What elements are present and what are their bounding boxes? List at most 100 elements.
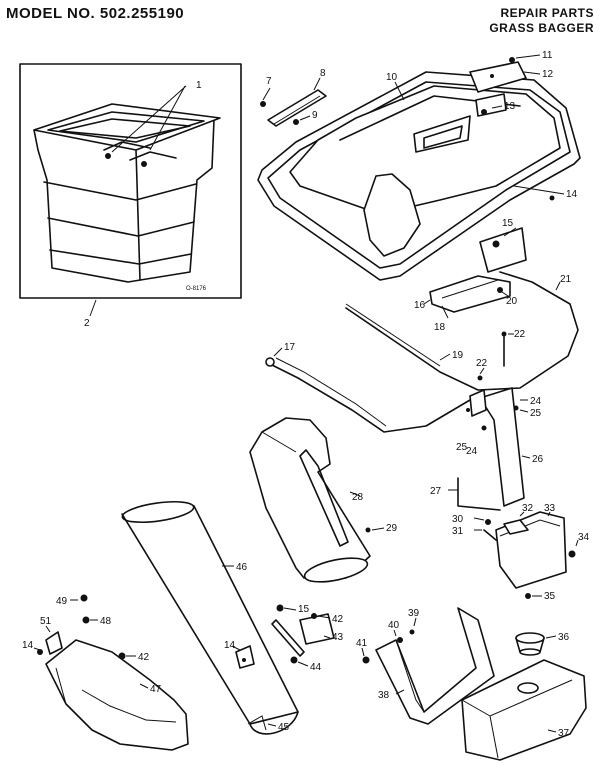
bag-seam-2 (47, 217, 195, 237)
callout-15b: 15 (298, 604, 310, 615)
clamp-nut-42 (311, 613, 317, 619)
washer-24b (466, 408, 470, 412)
tube-46-bottom (249, 711, 299, 735)
latch-group: 11 12 13 (469, 50, 554, 117)
callout-41: 41 (356, 638, 368, 649)
callout-48: 48 (100, 616, 112, 627)
latch-screw (509, 57, 515, 63)
callout-30: 30 (452, 514, 464, 525)
leader-8 (313, 77, 321, 91)
callout-43: 43 (332, 632, 344, 643)
lower-elbow-crease (81, 689, 177, 723)
tank-cap-base (519, 648, 541, 656)
nut-42b (118, 652, 126, 660)
frame-rod-21-edge (345, 303, 441, 367)
clamp-nut-44 (290, 656, 298, 664)
tank-37 (461, 659, 587, 761)
callout-42a: 42 (332, 614, 344, 625)
support-bar-group: 22 22 24 25 25 24 26 (456, 329, 544, 507)
leader-2 (89, 299, 97, 317)
cover-window (413, 115, 471, 153)
leader-11 (515, 54, 541, 59)
tank-filler-neck (517, 682, 539, 694)
leader-45 (267, 723, 277, 727)
latch-rivet (490, 74, 494, 78)
elbow-chute-crease (261, 431, 297, 453)
leader-25a (519, 409, 529, 413)
nut-14c (37, 649, 43, 655)
rod-end-17 (265, 357, 275, 367)
latch-nut (481, 109, 487, 115)
leader-7 (262, 87, 271, 101)
callout-27: 27 (430, 486, 442, 497)
leader-38 (395, 689, 405, 695)
lower-elbow-group: 49 48 51 14 42 47 (22, 594, 189, 751)
mount-bracket-16 (429, 275, 511, 313)
callout-42b: 42 (138, 652, 150, 663)
callout-25b: 25 (456, 442, 468, 453)
callout-14a: 14 (566, 189, 578, 200)
callout-31: 31 (452, 526, 464, 537)
callout-28: 28 (352, 492, 364, 503)
callout-51: 51 (40, 616, 52, 627)
cover-chute-opening (363, 173, 421, 257)
leader-33 (547, 511, 551, 517)
leader-1b (111, 85, 187, 153)
leader-1a (149, 85, 186, 151)
clamp-strap (271, 619, 305, 657)
nut-40 (397, 637, 403, 643)
frame-rod-group: 17 19 21 (265, 271, 579, 433)
tank-group: 36 37 (461, 632, 587, 761)
leader-34 (575, 539, 579, 547)
elbow-chute-group: 28 29 (249, 417, 398, 583)
tube-46-body (121, 505, 299, 725)
leader-19 (439, 353, 451, 361)
bolt-39 (409, 629, 415, 635)
callout-49: 49 (56, 596, 68, 607)
inset-frame (19, 63, 242, 299)
leader-15a (503, 227, 517, 237)
latch-plate (469, 61, 527, 93)
callout-7: 7 (266, 76, 272, 87)
clamp-bolt-14 (242, 658, 246, 662)
leader-17 (273, 347, 283, 357)
callout-21: 21 (560, 274, 572, 285)
clamp-group: 15 42 43 44 14 (224, 604, 344, 673)
callout-40: 40 (388, 620, 400, 631)
support-bar-26 (479, 387, 525, 507)
callout-14c: 14 (22, 640, 34, 651)
lower-elbow-tab-51 (45, 631, 63, 655)
tank-cap-36 (515, 632, 545, 644)
frame-rod-19-edge (275, 357, 387, 427)
wingnut-49 (80, 594, 88, 602)
callout-10: 10 (386, 72, 398, 83)
lower-elbow-47 (45, 639, 189, 751)
callout-35: 35 (544, 591, 556, 602)
cover-group: 10 (257, 71, 581, 281)
callout-20: 20 (506, 296, 518, 307)
callout-24a: 24 (530, 396, 542, 407)
callout-14b: 14 (224, 640, 236, 651)
bag-clip-1 (105, 153, 111, 159)
leader-9 (299, 115, 311, 121)
leader-26 (521, 455, 531, 459)
nut-25b (481, 425, 487, 431)
inset-bag-group: 1 O-8176 2 (19, 63, 242, 329)
nut-48 (82, 616, 90, 624)
frame-rod-19 (269, 363, 471, 433)
bag-opening (59, 118, 191, 139)
leader-13 (491, 105, 503, 109)
bolt-22-head (501, 331, 507, 337)
leader-30 (473, 517, 485, 521)
leader-42a (317, 615, 331, 619)
callout-26: 26 (532, 454, 544, 465)
callout-15a: 15 (502, 218, 514, 229)
leader-14a (513, 185, 565, 195)
leader-14c (33, 647, 41, 651)
callout-11: 11 (542, 50, 553, 61)
lower-elbow-edge (55, 667, 173, 751)
hinge-bolt (293, 119, 299, 125)
leader-22b (479, 367, 485, 375)
callout-45: 45 (278, 722, 290, 733)
deflector-fold (395, 639, 425, 713)
